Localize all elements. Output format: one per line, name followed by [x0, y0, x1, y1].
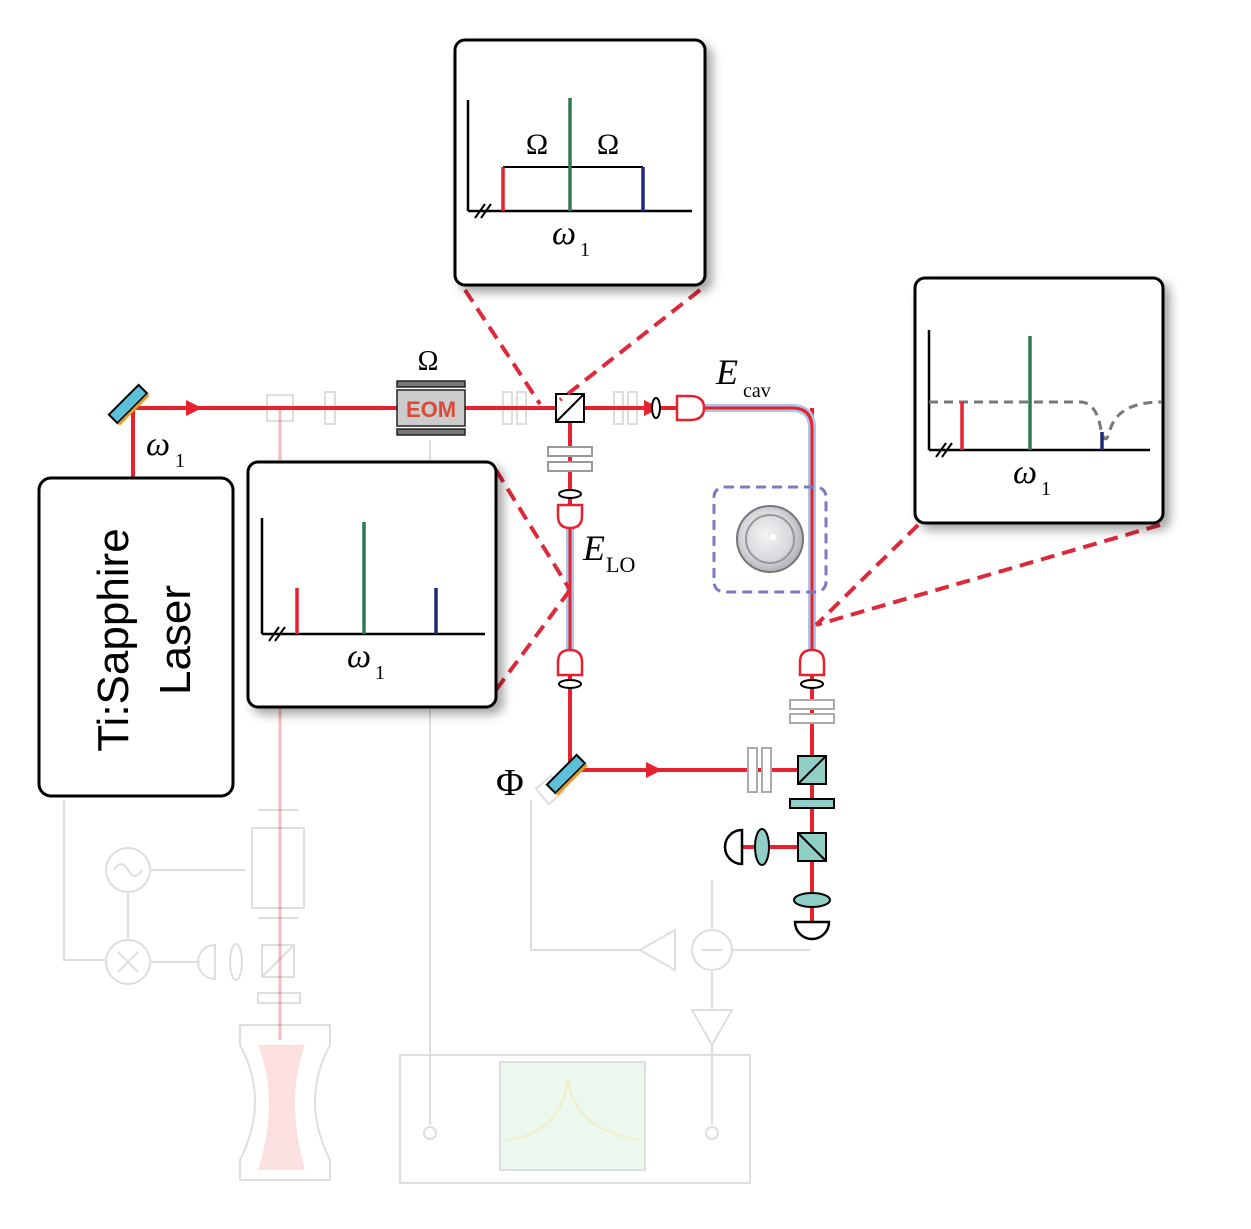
mirror-icon: [107, 383, 150, 426]
omega-laser-label: ω: [146, 426, 170, 463]
phase-mirror-icon: [545, 753, 588, 796]
inset-left-axis-label: ω: [347, 638, 371, 675]
eom-modulator: [396, 380, 466, 436]
inset-top-axis-subscript: 1: [580, 239, 590, 261]
fiber-coupler-signal: [798, 648, 826, 689]
microcavity: [712, 485, 828, 594]
spectrum-analyzer-icon: [399, 1054, 751, 1184]
faded-eom-icon: [251, 827, 305, 909]
spectrum-inset-left: ω 1: [246, 460, 498, 709]
e-cav-label: E: [715, 352, 738, 392]
e-lo-subscript: LO: [606, 552, 635, 577]
amplifier-icon: [637, 928, 676, 972]
waveplates-lo: [547, 446, 593, 472]
e-cav-subscript: cav: [743, 380, 771, 402]
laser-label-line2: Laser: [151, 585, 200, 695]
inset-top-gap-right: Ω: [597, 128, 619, 161]
feedback-wire: [63, 800, 105, 961]
spectrum-inset-right: ω 1: [913, 276, 1165, 525]
mixer-icon: [105, 939, 151, 985]
omega-laser-subscript: 1: [175, 450, 185, 472]
callout-lines: [463, 288, 1161, 692]
spectrum-inset-top: Ω Ω ω 1: [453, 38, 707, 287]
combining-beamsplitter: [797, 755, 827, 785]
phase-label: Φ: [496, 762, 524, 804]
eom-label: EOM: [406, 397, 456, 422]
inset-top-axis-label: ω: [552, 215, 576, 252]
laser-box: [37, 476, 235, 798]
photodetector-left: [723, 828, 770, 866]
oscillator-icon: [105, 847, 151, 893]
fiber-coupler-lo-top: [556, 489, 584, 530]
fiber-coupler-cavity: [651, 394, 706, 422]
photodetector-bottom: [793, 892, 831, 941]
faded-cavity-icon: [239, 1024, 331, 1181]
modulation-frequency-label: Ω: [418, 346, 439, 377]
cavity-transmission-curve: [929, 400, 1163, 441]
waveplates-signal: [747, 699, 835, 793]
fiber-paths: [566, 404, 816, 654]
e-lo-label: E: [582, 528, 605, 568]
inset-right-axis-label: ω: [1013, 454, 1037, 491]
halfwave-plate-icon: [789, 798, 835, 809]
laser-label-line1: Ti:Sapphire: [89, 528, 138, 751]
fiber-coupler-lo-bottom: [556, 648, 584, 689]
subtractor-icon: [691, 929, 733, 971]
polarizing-beamsplitter: [797, 832, 827, 862]
inset-right-axis-subscript: 1: [1041, 478, 1051, 500]
inset-left-axis-subscript: 1: [375, 662, 385, 684]
inset-top-gap-left: Ω: [526, 128, 548, 161]
